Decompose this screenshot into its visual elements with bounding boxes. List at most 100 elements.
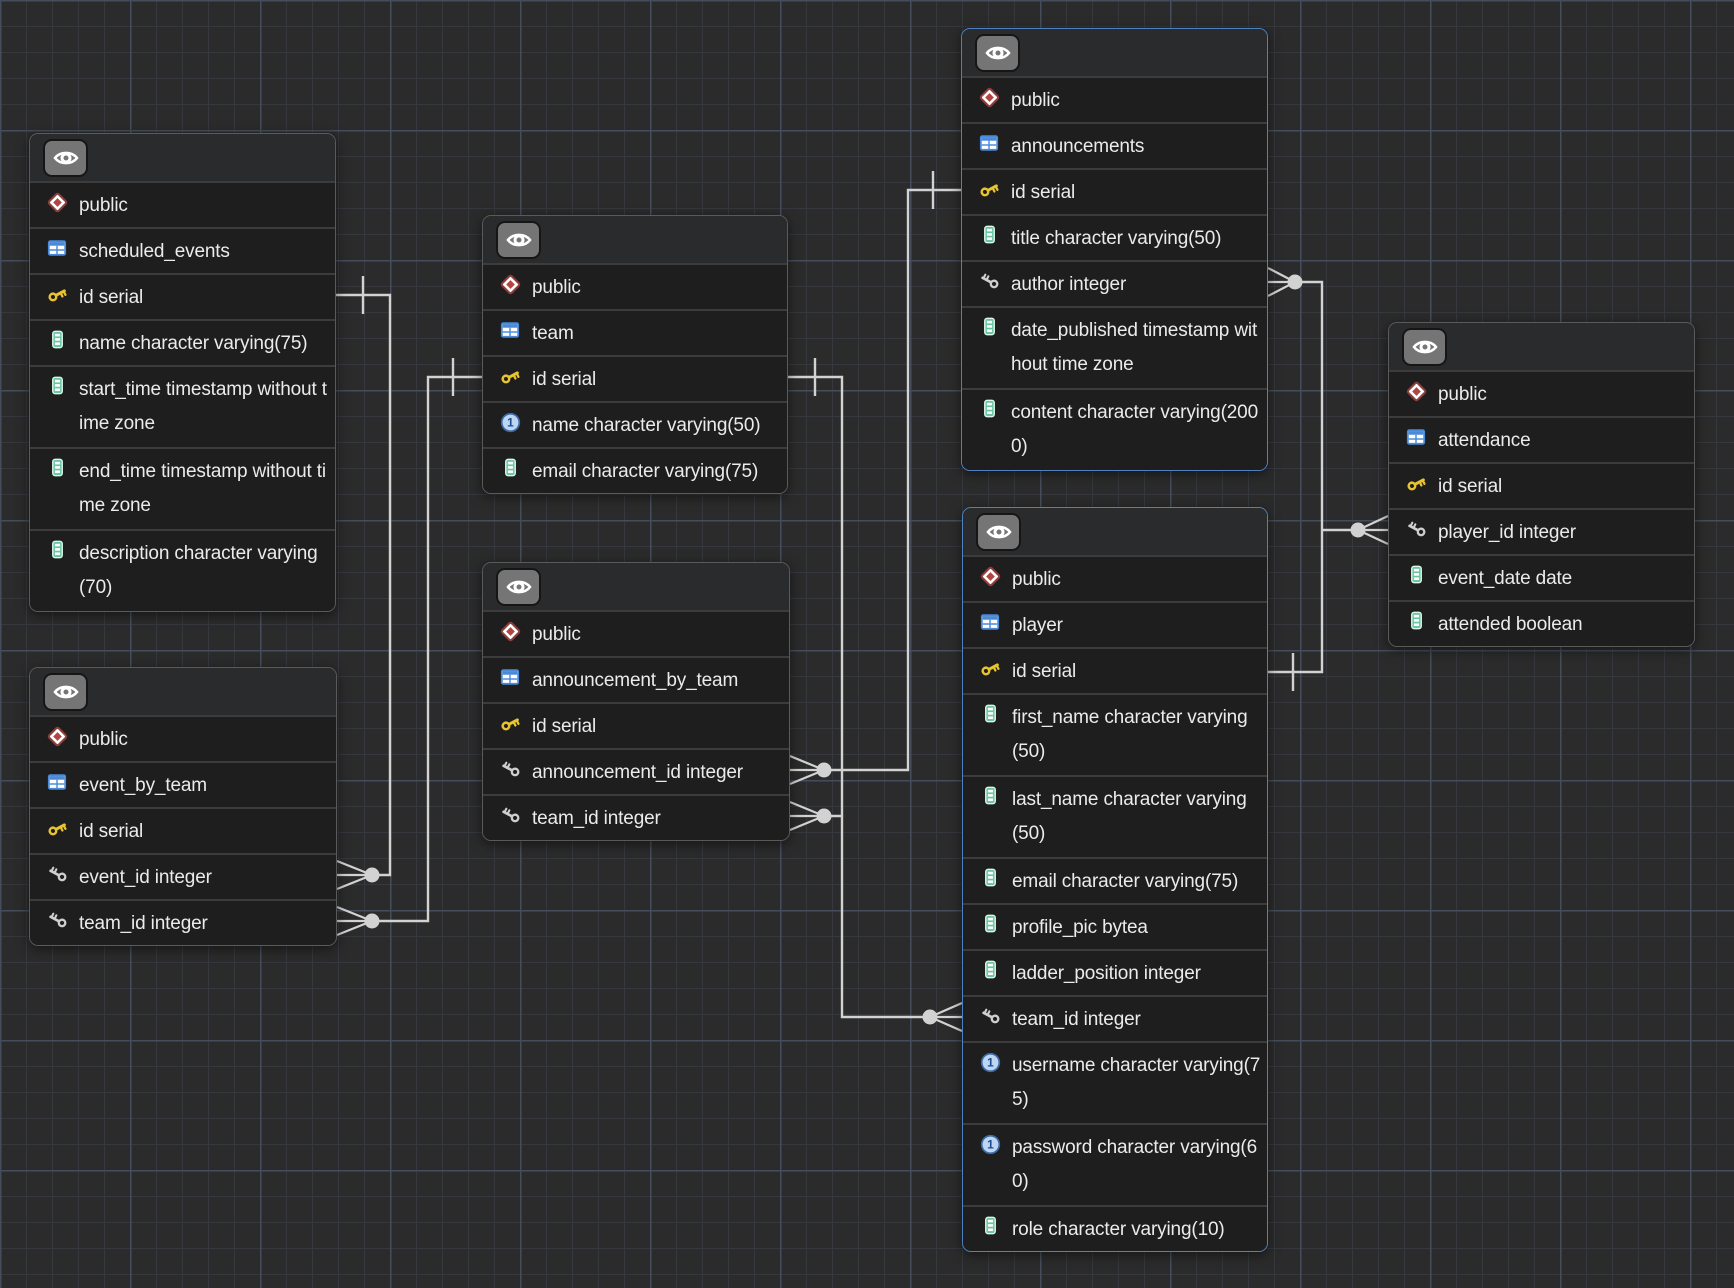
primary-key-icon bbox=[47, 823, 67, 836]
column-row[interactable]: email character varying(75) bbox=[963, 857, 1267, 903]
column-icon bbox=[504, 458, 516, 477]
column-row[interactable]: event_date date bbox=[1389, 554, 1694, 600]
column-row[interactable]: id serial bbox=[963, 647, 1267, 693]
column-row[interactable]: start_time timestamp without time zone bbox=[30, 365, 335, 447]
column-row[interactable]: id serial bbox=[483, 355, 787, 401]
column-row-icon-wrap bbox=[978, 225, 1000, 244]
column-row-icon-wrap bbox=[1405, 611, 1427, 630]
column-row[interactable]: id serial bbox=[1389, 462, 1694, 508]
column-row[interactable]: author integer bbox=[962, 260, 1267, 306]
column-icon bbox=[51, 376, 63, 395]
column-row[interactable]: end_time timestamp without time zone bbox=[30, 447, 335, 529]
table-name-row[interactable]: attendance bbox=[1389, 416, 1694, 462]
table-name-row[interactable]: player bbox=[963, 601, 1267, 647]
schema-row[interactable]: public bbox=[30, 715, 336, 761]
crow-foot-prong bbox=[789, 800, 825, 818]
table-name-row[interactable]: announcements bbox=[962, 122, 1267, 168]
column-row-label: player_id integer bbox=[1438, 522, 1576, 543]
column-row-label: content character varying(2000) bbox=[1011, 402, 1259, 457]
column-row[interactable]: title character varying(50) bbox=[962, 214, 1267, 260]
crow-foot-prong bbox=[1267, 267, 1296, 283]
column-row[interactable]: announcement_id integer bbox=[483, 748, 789, 794]
schema-row-icon-wrap bbox=[1405, 381, 1427, 402]
table-name-row[interactable]: team bbox=[483, 309, 787, 355]
relationship-event_by_team_team_id-team_id bbox=[336, 358, 482, 937]
visibility-toggle-button[interactable] bbox=[976, 513, 1021, 551]
table-name-row-label: announcements bbox=[1011, 136, 1145, 157]
table-header bbox=[483, 563, 789, 610]
schema-row-icon-wrap bbox=[978, 87, 1000, 108]
column-row[interactable]: name character varying(75) bbox=[30, 319, 335, 365]
column-row[interactable]: content character varying(2000) bbox=[962, 388, 1267, 470]
many-end-dot bbox=[816, 762, 832, 778]
schema-row-icon-wrap bbox=[46, 192, 68, 213]
table-name-row[interactable]: scheduled_events bbox=[30, 227, 335, 273]
column-row[interactable]: first_name character varying(50) bbox=[963, 693, 1267, 775]
column-row[interactable]: team_id integer bbox=[963, 995, 1267, 1041]
schema-row[interactable]: public bbox=[963, 555, 1267, 601]
schema-row-label: public bbox=[1011, 90, 1060, 111]
primary-key-icon bbox=[47, 289, 67, 302]
svg-text:1: 1 bbox=[987, 1056, 994, 1070]
column-row[interactable]: ladder_position integer bbox=[963, 949, 1267, 995]
visibility-toggle-button[interactable] bbox=[1402, 328, 1447, 366]
crow-foot-prong bbox=[336, 905, 373, 923]
schema-row[interactable]: public bbox=[1389, 370, 1694, 416]
visibility-toggle-button[interactable] bbox=[43, 673, 88, 711]
schema-row[interactable]: public bbox=[962, 76, 1267, 122]
column-row[interactable]: player_id integer bbox=[1389, 508, 1694, 554]
column-row[interactable]: profile_pic bytea bbox=[963, 903, 1267, 949]
column-row-label: description character varying(70) bbox=[79, 543, 318, 598]
schema-row[interactable]: public bbox=[483, 263, 787, 309]
column-icon bbox=[984, 960, 996, 979]
table-name-row[interactable]: event_by_team bbox=[30, 761, 336, 807]
eye-icon bbox=[505, 580, 532, 594]
column-row[interactable]: id serial bbox=[30, 807, 336, 853]
primary-key-icon bbox=[500, 371, 520, 384]
crow-foot-prong bbox=[1357, 529, 1389, 545]
column-row[interactable]: id serial bbox=[30, 273, 335, 319]
column-row[interactable]: role character varying(10) bbox=[963, 1205, 1267, 1251]
table-name-row-label: team bbox=[532, 323, 574, 344]
svg-text:1: 1 bbox=[987, 1138, 994, 1152]
visibility-toggle-button[interactable] bbox=[496, 568, 541, 606]
column-row-icon-wrap bbox=[499, 458, 521, 477]
visibility-toggle-button[interactable] bbox=[43, 139, 88, 177]
column-row-label: author integer bbox=[1011, 274, 1127, 295]
schema-row[interactable]: public bbox=[483, 610, 789, 656]
table-icon bbox=[47, 774, 67, 790]
column-row[interactable]: last_name character varying(50) bbox=[963, 775, 1267, 857]
column-row[interactable]: id serial bbox=[483, 702, 789, 748]
column-row[interactable]: id serial bbox=[962, 168, 1267, 214]
relationship-announcement_by_team_announcement_id-announcements_id bbox=[789, 171, 961, 786]
column-row[interactable]: description character varying(70) bbox=[30, 529, 335, 611]
foreign-key-icon bbox=[501, 807, 519, 823]
column-row[interactable]: event_id integer bbox=[30, 853, 336, 899]
crow-foot-prong bbox=[336, 873, 373, 891]
relationship-announcements_author-player_id bbox=[1267, 267, 1324, 691]
visibility-toggle-button[interactable] bbox=[975, 34, 1020, 72]
foreign-key-icon bbox=[1407, 521, 1425, 537]
column-row-label: email character varying(75) bbox=[532, 461, 759, 482]
column-row[interactable]: attended boolean bbox=[1389, 600, 1694, 646]
column-row[interactable]: email character varying(75) bbox=[483, 447, 787, 493]
column-icon bbox=[984, 914, 996, 933]
primary-key-icon bbox=[979, 184, 999, 197]
visibility-toggle-button[interactable] bbox=[496, 221, 541, 259]
table-name-row[interactable]: announcement_by_team bbox=[483, 656, 789, 702]
column-row[interactable]: date_published timestamp without time zo… bbox=[962, 306, 1267, 388]
column-row[interactable]: team_id integer bbox=[30, 899, 336, 945]
column-row[interactable]: team_id integer bbox=[483, 794, 789, 840]
schema-row[interactable]: public bbox=[30, 181, 335, 227]
